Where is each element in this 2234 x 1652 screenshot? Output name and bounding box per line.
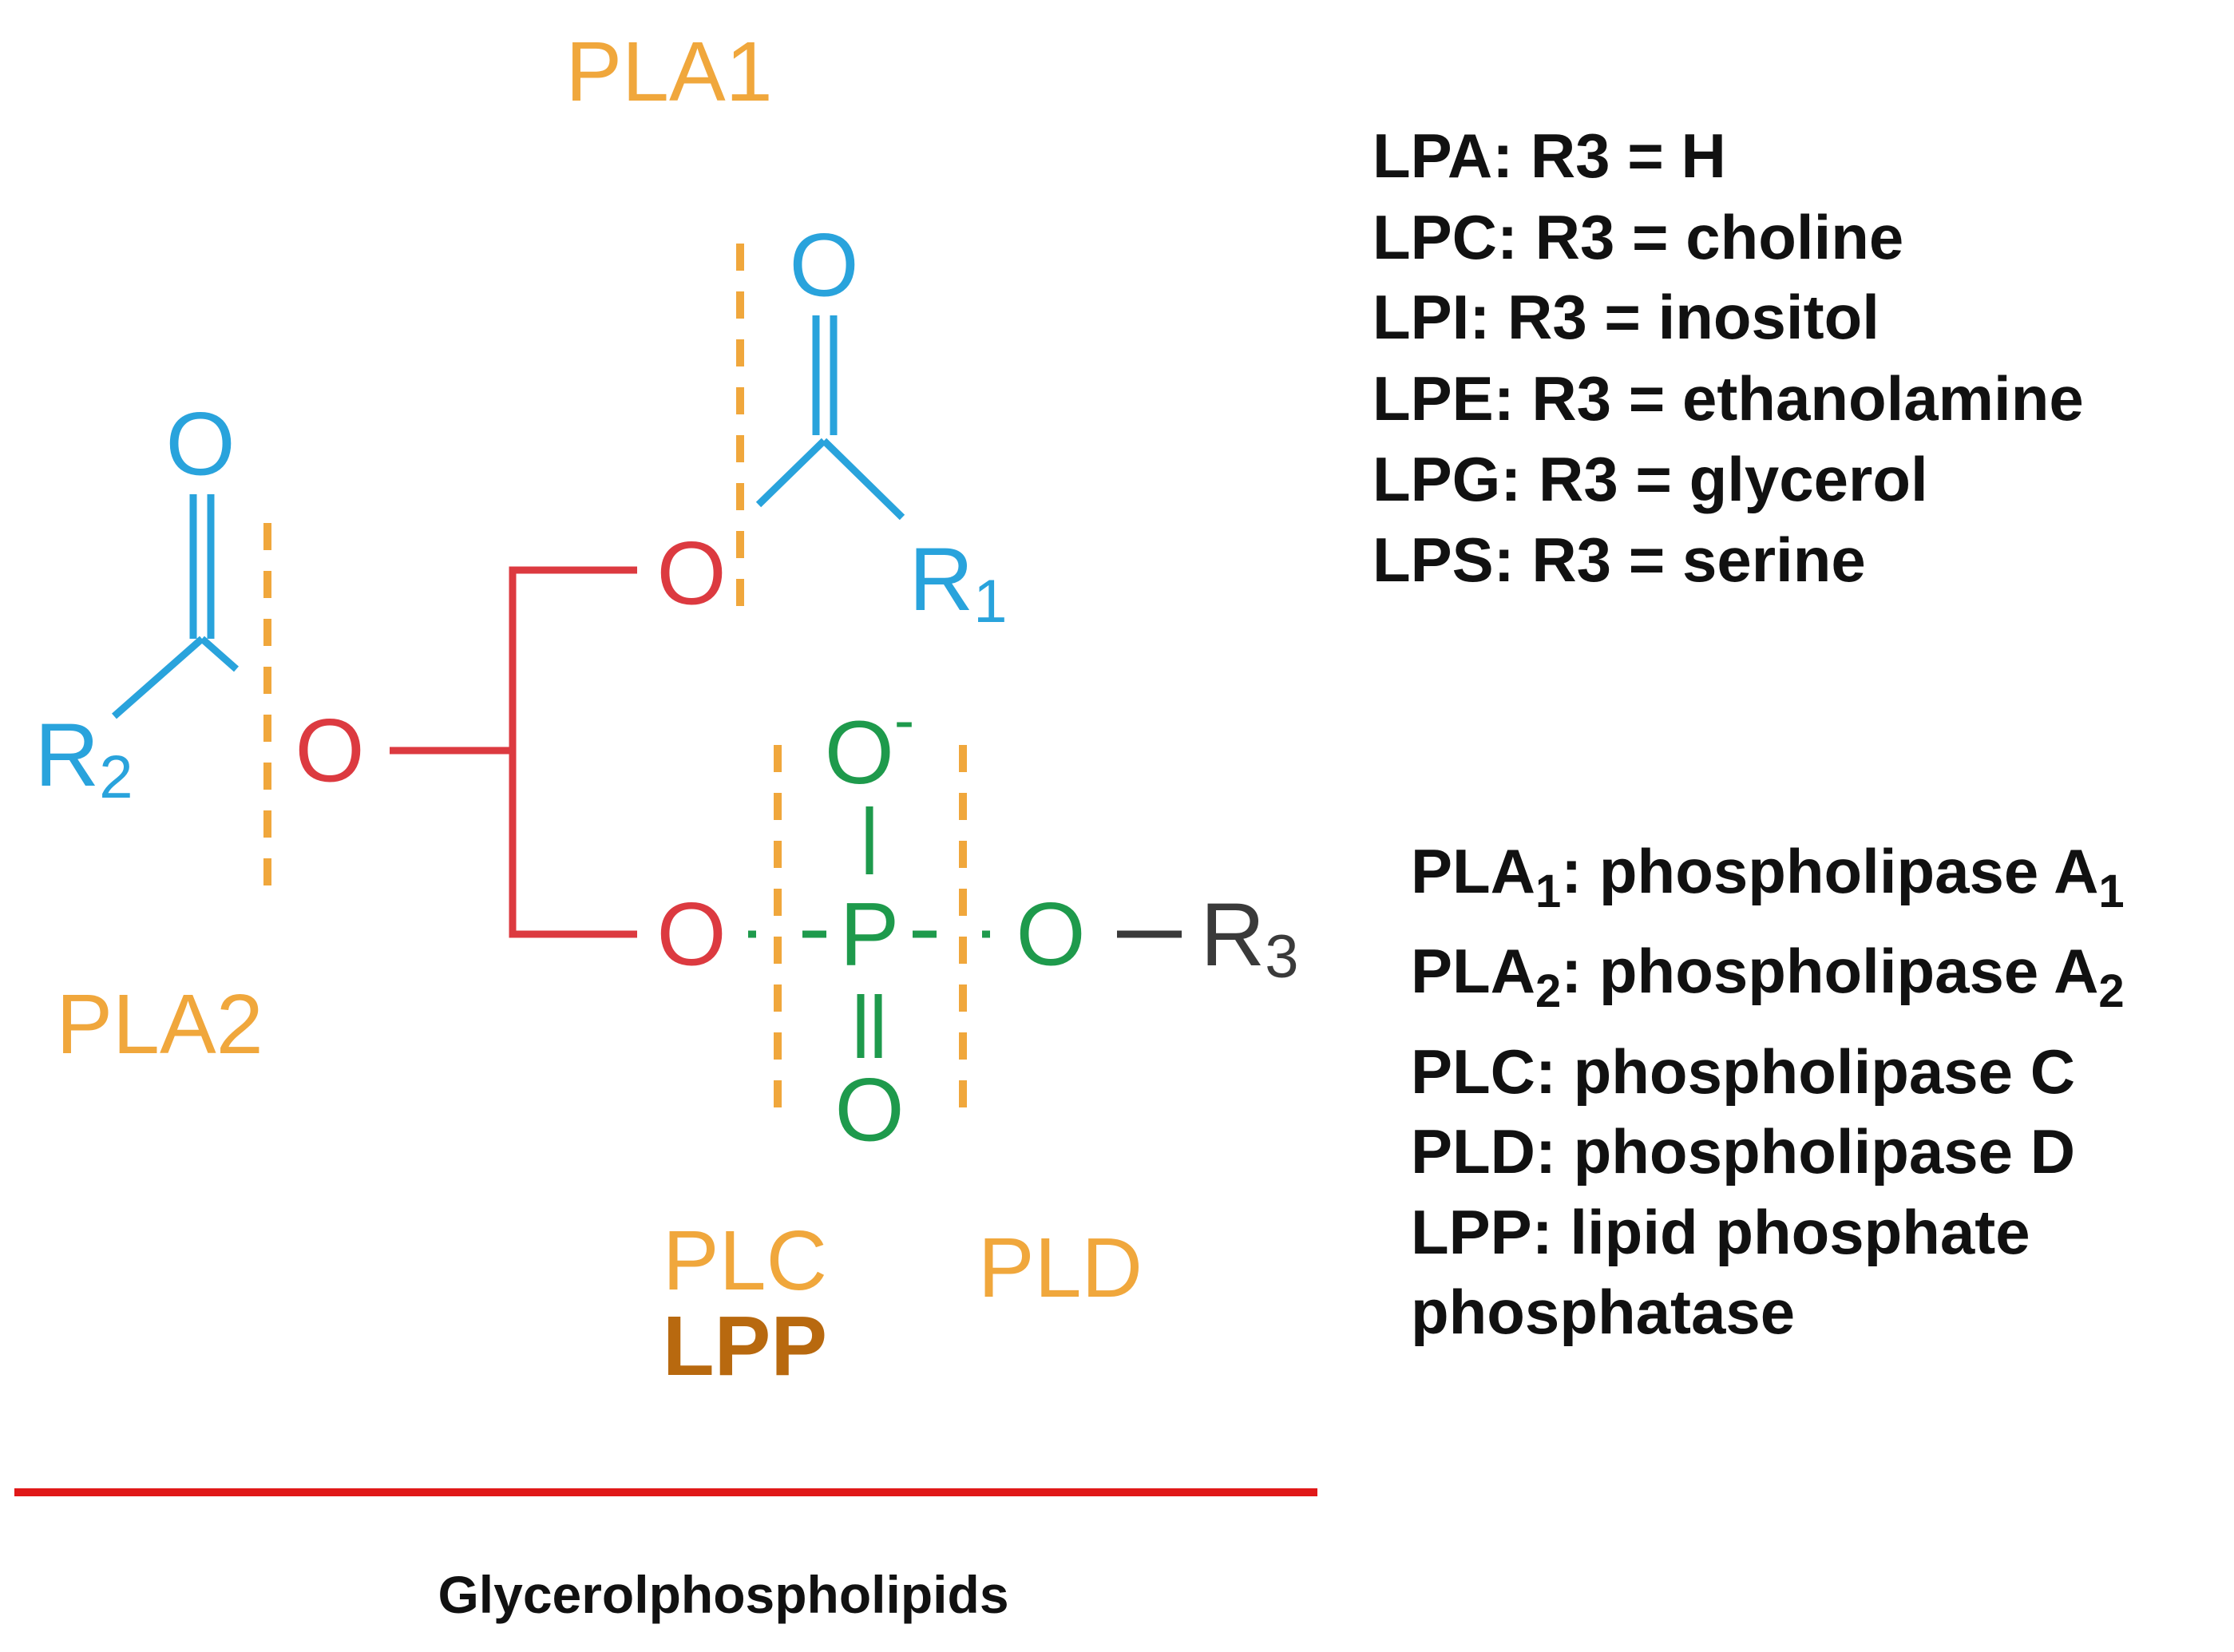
- r2-group: R2: [34, 705, 133, 811]
- enzyme-legend-item: phosphatase: [1411, 1277, 1796, 1347]
- acyl1-bond-r1: [821, 438, 905, 521]
- enzyme-subscript: 2: [2098, 965, 2125, 1017]
- enzyme-legend-item: PLA1: phospholipase A1: [1411, 840, 2125, 915]
- pla2-label: PLA2: [56, 977, 263, 1072]
- phosphate-double-oxygen: O: [834, 1060, 904, 1160]
- o-minus-o: O: [825, 703, 894, 802]
- species-item: LPG: R3 = glycerol: [1372, 444, 1928, 514]
- pla1-label: PLA1: [565, 25, 772, 119]
- r3-r: R: [1200, 885, 1265, 984]
- enzyme-abbr: PLA: [1411, 836, 1535, 906]
- enzyme-abbr: PLA: [1411, 936, 1535, 1006]
- r2-subscript: 2: [99, 743, 133, 811]
- species-item: LPS: R3 = serine: [1372, 525, 1866, 595]
- r2-r: R: [34, 705, 99, 805]
- phosphorus: P: [840, 885, 900, 984]
- enzyme-legend-item: PLD: phospholipase D: [1411, 1116, 2076, 1187]
- species-item: LPA: R3 = H: [1372, 121, 1726, 191]
- acyl1-oxygen: O: [789, 216, 858, 315]
- enzyme-subscript: 2: [1535, 965, 1562, 1017]
- enzyme-subscript: 1: [2098, 866, 2125, 917]
- enzyme-name: : phospholipase A: [1561, 936, 2099, 1006]
- enzyme-name: : phospholipase A: [1561, 836, 2099, 906]
- phosphate-ester-oxygen: O: [1016, 885, 1085, 984]
- species-item: LPE: R3 = ethanolamine: [1372, 363, 2084, 434]
- r3-subscript: 3: [1265, 923, 1298, 991]
- enzyme-legend-item: LPP: lipid phosphate: [1411, 1197, 2030, 1267]
- r1-r: R: [909, 529, 973, 629]
- acyl2-bond-r2: [112, 636, 204, 719]
- sn1-oxygen: O: [656, 524, 726, 624]
- enzyme-subscript: 1: [1535, 866, 1562, 917]
- sn2-oxygen: O: [295, 701, 364, 801]
- minus-charge: -: [894, 687, 914, 755]
- enzyme-legend-item: PLA2: phospholipase A2: [1411, 940, 2125, 1015]
- lpp-label: LPP: [663, 1299, 827, 1393]
- r1-subscript: 1: [973, 568, 1007, 636]
- acyl2-bond-o: [200, 636, 239, 672]
- species-item: LPC: R3 = choline: [1372, 202, 1904, 272]
- r3-group: R3: [1200, 885, 1298, 991]
- caption: Glycerolphospholipids: [438, 1565, 1008, 1624]
- plc-label: PLC: [663, 1214, 827, 1308]
- acyl1-bond-o: [755, 438, 827, 508]
- acyl2-oxygen: O: [165, 394, 235, 494]
- species-item: LPI: R3 = inositol: [1372, 282, 1879, 352]
- enzyme-legend-item: PLC: phospholipase C: [1411, 1036, 2076, 1107]
- glycerol-backbone: [509, 566, 637, 938]
- sn3-oxygen: O: [656, 885, 726, 984]
- pld-label: PLD: [978, 1221, 1143, 1315]
- r1-group: R1: [909, 529, 1007, 636]
- phosphate-o-minus: O-: [825, 687, 914, 802]
